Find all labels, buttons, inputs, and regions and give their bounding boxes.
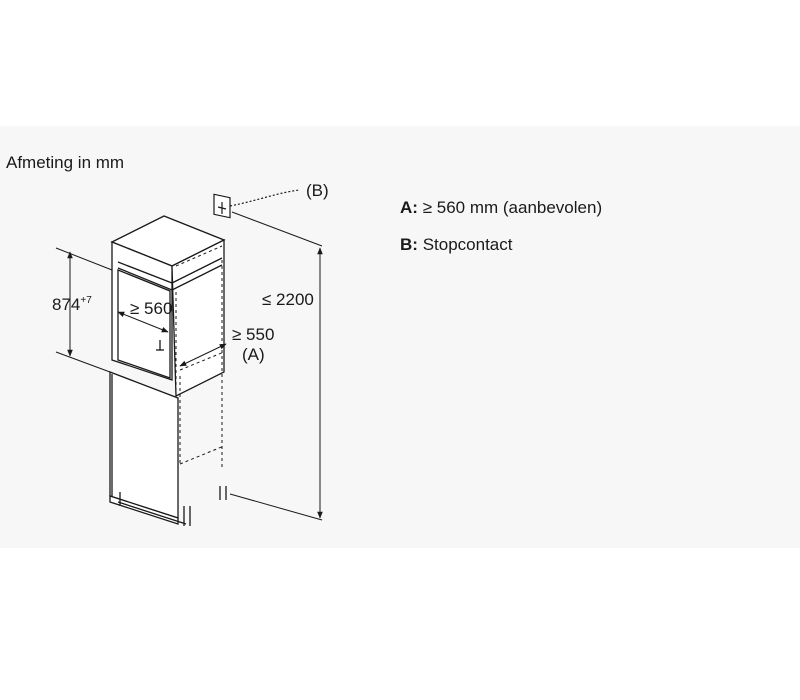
tall-cabinet [109,215,227,526]
legend-item-b: B: Stopcontact [400,235,512,255]
legend-key-b: B: [400,235,418,254]
cabinet-right-side [171,238,225,398]
legend-text-a: ≥ 560 mm (aanbevolen) [422,198,603,217]
legend-key-a: A: [400,198,418,217]
total-height-dimension [229,211,323,521]
socket-ref-label: (B) [306,181,329,200]
niche-width-arrow [117,311,169,333]
power-socket [213,189,301,219]
niche-depth-ref: (A) [242,345,265,364]
niche-height-value: 874 [52,295,80,314]
diagram-title: Afmeting in mm [6,153,125,172]
niche-width-label: ≥ 560 [130,299,172,318]
total-height-label: ≤ 2200 [262,290,314,309]
niche-height-label: 874+7 [52,295,92,314]
niche-depth-label: ≥ 550 [232,325,274,344]
niche-height-dimension [55,247,113,373]
niche-height-tolerance: +7 [80,295,92,306]
niche-depth-arrow [179,343,227,367]
legend-text-b: Stopcontact [422,235,513,254]
cabinet-feet [119,486,227,526]
legend-item-a: A: ≥ 560 mm (aanbevolen) [400,198,602,218]
